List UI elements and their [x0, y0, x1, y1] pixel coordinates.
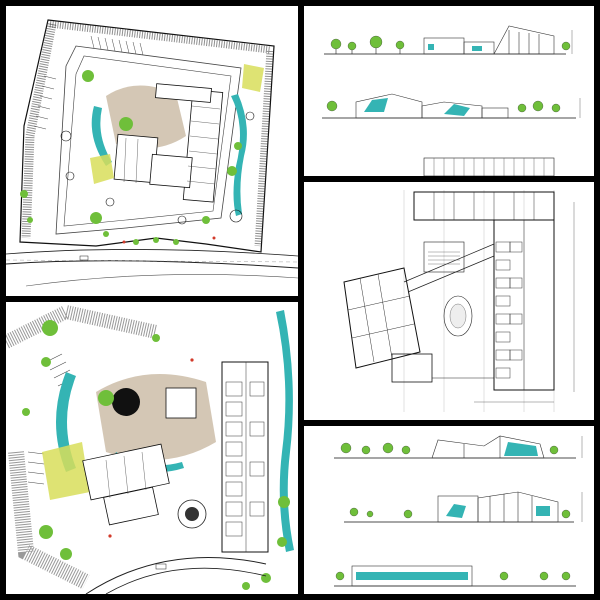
glazing — [444, 104, 470, 116]
plaza — [106, 85, 186, 149]
elevation-drawing — [322, 25, 581, 176]
tree-trunks — [335, 48, 401, 54]
plan-fragment — [423, 157, 555, 176]
floor-plan-drawing — [343, 190, 575, 412]
panel-floor-plan — [304, 182, 594, 420]
building-elevation — [423, 25, 555, 55]
tree — [98, 390, 114, 406]
marker-dot — [108, 534, 112, 538]
building-block — [113, 83, 224, 203]
garden-patch — [242, 64, 264, 92]
building-wing-angled — [343, 267, 421, 369]
covered-walkway — [407, 255, 495, 293]
glazing — [536, 506, 550, 516]
elevation-trees — [340, 442, 559, 455]
road-edge — [25, 274, 298, 287]
marker-dot — [212, 236, 216, 240]
elevation-trees — [335, 571, 571, 581]
room-units — [495, 241, 523, 379]
road-edge — [85, 556, 267, 594]
panel-site-plan-overview — [6, 6, 298, 296]
inner-road — [63, 55, 232, 227]
water-feature — [231, 94, 247, 216]
water-feature — [56, 372, 76, 472]
glazing-band — [356, 572, 468, 580]
central-block — [423, 241, 465, 273]
text-lines — [428, 251, 460, 265]
entry-block — [391, 353, 433, 383]
road-edge — [105, 567, 267, 594]
room-partitions — [347, 273, 415, 363]
garden-patch — [42, 442, 90, 500]
glazing — [446, 504, 466, 518]
building-block — [221, 361, 269, 553]
tree-symbols — [60, 111, 255, 225]
elevation-trees — [326, 100, 561, 113]
marker-dot — [122, 240, 126, 244]
elevation-drawing — [334, 435, 583, 587]
site-plan-drawing — [6, 19, 298, 287]
water-feature — [91, 106, 112, 166]
covered-walkway — [403, 243, 495, 283]
panel-elevations-bottom — [304, 426, 594, 594]
room-partitions — [105, 451, 147, 499]
plan-grid — [433, 158, 545, 176]
tree-cluster — [20, 70, 242, 245]
building-room-lines — [123, 105, 221, 185]
courtyard-core — [449, 303, 467, 329]
panel-site-plan-detail — [6, 302, 298, 594]
large-tree — [112, 388, 140, 416]
tree-cluster — [22, 320, 290, 590]
building-elevation — [437, 491, 559, 523]
room-units — [225, 381, 265, 537]
tree-belt — [6, 304, 158, 349]
road-edge — [6, 249, 298, 257]
car-symbol — [79, 255, 89, 261]
parking-stalls — [33, 35, 144, 130]
building-wing — [413, 191, 555, 221]
courtyard-garden — [443, 295, 473, 337]
building-elevation — [351, 565, 473, 587]
elevation-trees — [330, 35, 571, 51]
window — [472, 46, 482, 51]
round-garden-tree — [185, 507, 199, 521]
panel-elevations-top — [304, 6, 594, 176]
round-garden — [177, 499, 207, 529]
building-elevation — [431, 435, 545, 459]
site-plan-detail-drawing — [6, 304, 294, 594]
tree-belt — [8, 451, 90, 590]
room-partitions — [433, 192, 535, 220]
building-elevation — [355, 93, 509, 119]
structural-grid — [403, 190, 555, 412]
building-block — [82, 387, 197, 526]
garden-patch — [90, 154, 114, 184]
inner-road — [55, 45, 242, 235]
tree-belt — [21, 23, 57, 239]
elevation-trees — [349, 507, 571, 519]
window — [428, 44, 434, 50]
glazing — [504, 442, 538, 456]
water-feature — [276, 310, 294, 552]
car-symbol — [155, 563, 167, 570]
marker-dot — [190, 358, 194, 362]
glazing — [364, 98, 388, 112]
